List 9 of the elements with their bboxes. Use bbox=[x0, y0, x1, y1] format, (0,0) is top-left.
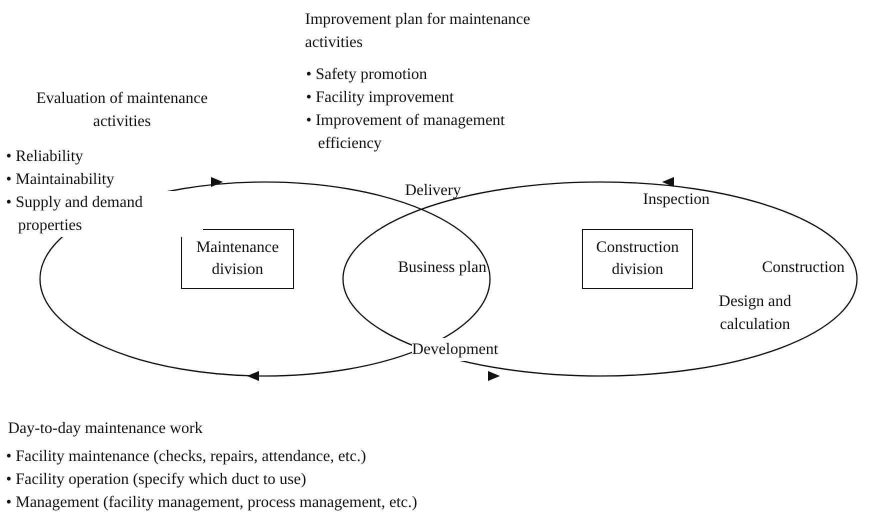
process-box: Maintenance division bbox=[181, 229, 294, 289]
cycle-label: Development bbox=[412, 338, 498, 361]
process-box: Construction division bbox=[582, 229, 693, 289]
cycle-label: Inspection bbox=[643, 190, 710, 210]
cycle-label: Construction bbox=[762, 258, 845, 278]
cycle-label: Business plan bbox=[398, 258, 486, 278]
cycle-label: Delivery bbox=[405, 181, 461, 201]
bullet-item: • Supply and demand properties bbox=[6, 191, 203, 237]
cycle-label: Design and calculation bbox=[718, 292, 792, 335]
